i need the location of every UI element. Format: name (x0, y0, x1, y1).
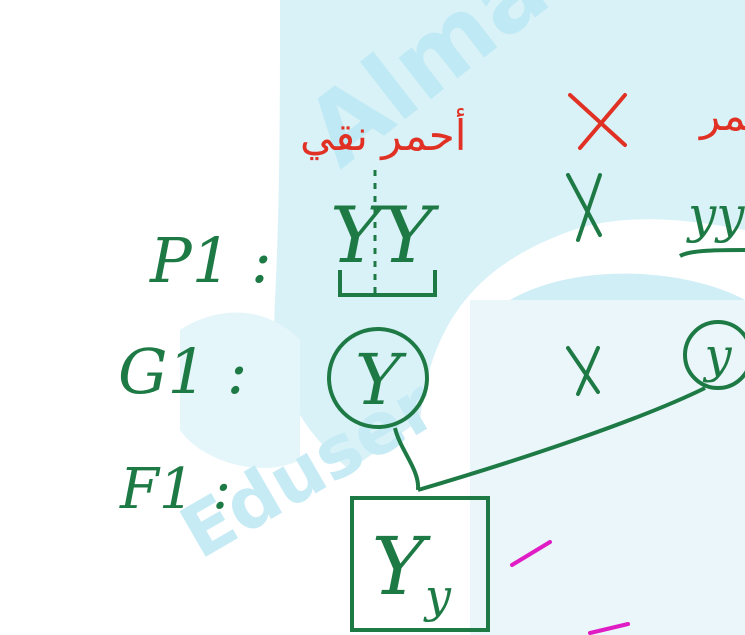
p1-row: P1 : YY yy (149, 170, 745, 300)
g1-label: G1 : (118, 335, 248, 408)
watermark-shape-3 (180, 312, 300, 469)
parent-right-phenotype: أحمر (698, 88, 745, 140)
watermark-layer: Almanahj Eduser (167, 0, 745, 635)
gamete-right-circle (683, 320, 745, 390)
watermark-shape (274, 0, 745, 470)
cross-p1 (566, 173, 602, 242)
parent-left-phenotype: أحمر نقي (300, 108, 466, 161)
offspring-big-allele: Y (372, 520, 432, 613)
cross-g1 (566, 346, 600, 396)
f1-row: F1 : Y y (119, 457, 630, 635)
offspring-small-allele: y (423, 569, 452, 623)
line-right-gamete (417, 386, 706, 492)
p1-right-bracket (678, 248, 745, 258)
g1-row: G1 : Y y (118, 320, 745, 429)
cross-red (568, 93, 627, 150)
line-left-gamete (393, 427, 421, 491)
p1-label: P1 : (149, 224, 272, 297)
p1-left-genotype: YY (330, 191, 439, 281)
check-mark-magenta (510, 540, 552, 567)
check-mark-magenta-2 (588, 622, 630, 635)
f1-label: F1 : (119, 457, 231, 522)
cross-lines (393, 386, 706, 492)
offspring-box (350, 496, 490, 632)
gamete-left: Y (355, 339, 407, 421)
parent-phenotypes: أحمر نقي أحمر (300, 88, 745, 161)
gamete-left-circle (327, 327, 429, 429)
watermark-panel (470, 300, 745, 635)
p1-right-genotype: yy (686, 186, 745, 244)
gamete-right: y (702, 328, 732, 384)
p1-left-bracket (338, 270, 437, 297)
